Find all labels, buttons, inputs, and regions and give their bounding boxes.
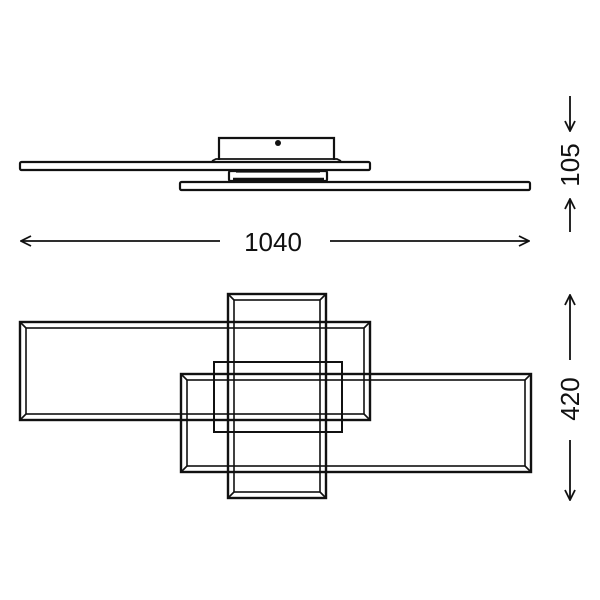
side-view: [18, 136, 532, 192]
lower-bar: [178, 180, 532, 192]
upper-bar: [18, 160, 372, 172]
canopy-screw-icon: [275, 140, 281, 146]
ceiling-canopy: [211, 136, 342, 162]
plan-view: [18, 292, 533, 500]
depth-label: 420: [555, 377, 585, 420]
connector: [227, 169, 329, 183]
height-label: 105: [555, 143, 585, 186]
right-frame: [179, 372, 533, 474]
center-plate: [213, 361, 343, 433]
left-frame: [18, 320, 372, 422]
width-label: 1040: [244, 227, 302, 257]
vertical-frame: [226, 292, 328, 500]
